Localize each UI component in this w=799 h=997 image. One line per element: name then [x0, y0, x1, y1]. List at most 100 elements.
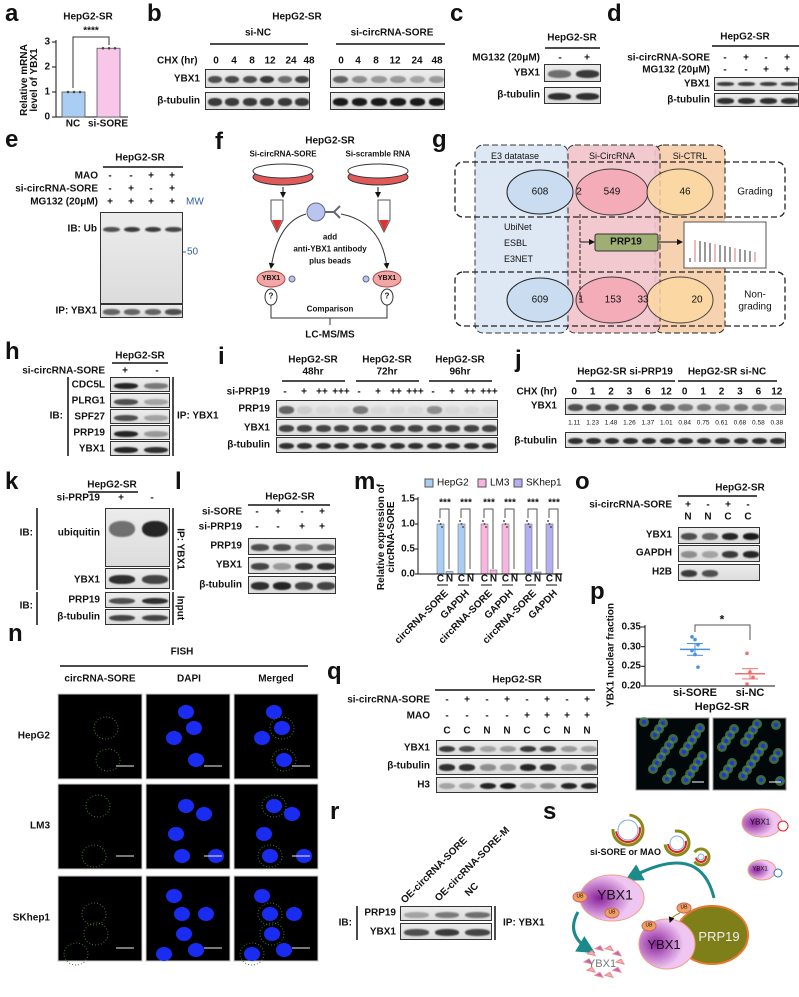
blot-band [540, 782, 557, 790]
label: HepG2-SR si-NC [687, 366, 767, 378]
data-point [529, 526, 531, 528]
panel-label-b: b [147, 0, 162, 27]
label: IB: [338, 917, 352, 929]
blot-band [260, 75, 275, 84]
bar [436, 523, 445, 575]
western-blot [565, 398, 786, 415]
blot-band [408, 406, 424, 414]
significance-stars: *** [439, 497, 451, 508]
data-point [441, 526, 443, 528]
blot-band [371, 406, 387, 414]
western-blot [110, 393, 170, 408]
label: si-circRNA-SORE [15, 183, 98, 195]
condition-sign: + [107, 196, 113, 208]
blot-band [641, 437, 657, 445]
protein-fragment [582, 958, 594, 965]
condition-sign: 8 [249, 55, 255, 67]
nucleus [698, 726, 702, 730]
blot-band [144, 309, 162, 315]
blot-band [479, 764, 496, 771]
blot-band [426, 442, 442, 450]
blot-band [547, 70, 571, 78]
label: grading [738, 301, 772, 313]
venn-count: 549 [603, 186, 621, 198]
nucleus [166, 889, 182, 903]
data-point [548, 523, 551, 525]
condition-sign: - [565, 694, 569, 706]
dashed-box [454, 271, 786, 327]
nucleus [761, 744, 765, 748]
nucleus [724, 739, 728, 743]
blot-band [463, 425, 479, 432]
nucleus [642, 720, 646, 724]
blot-band [334, 442, 350, 450]
panel-label-h: h [5, 337, 20, 365]
blot-band [678, 404, 694, 411]
fish-image [57, 783, 143, 870]
condition-sign: + [319, 521, 325, 533]
label: si-SORE or MAO [590, 847, 662, 858]
blot-band [114, 398, 138, 405]
fraction-label: N [533, 573, 542, 585]
blot-band [352, 406, 368, 414]
condition-sign: - [706, 499, 710, 511]
label: IB: Ub [67, 223, 97, 235]
label: YBX1 [243, 422, 270, 434]
condition-sign: - [108, 183, 112, 195]
label: si-circRNA-SORE [350, 27, 434, 39]
blot-band [722, 551, 739, 558]
nucleus [244, 947, 260, 961]
condition-sign: 48 [303, 55, 315, 67]
circrna-ring [669, 835, 685, 851]
molecular-weight-label: MW [186, 196, 204, 208]
blot-band [752, 437, 767, 445]
nucleus [684, 778, 688, 782]
nucleus [671, 737, 675, 741]
blot-band [580, 745, 597, 753]
data-point [101, 46, 105, 50]
blot-band [499, 764, 516, 771]
protein-fragment [611, 950, 623, 957]
culture-dish-lid [252, 163, 314, 179]
condition-sign: 1 [589, 386, 596, 398]
label: anti-YBX1 antibody [293, 244, 367, 254]
nucleus [168, 827, 184, 841]
data-point [547, 520, 549, 522]
condition-sign: - [255, 506, 259, 518]
nucleus [686, 744, 690, 748]
blot-band [547, 93, 571, 100]
nucleus [747, 734, 751, 738]
bar-si-SORE [96, 47, 121, 118]
condition-sign: 0 [571, 386, 577, 398]
label: YBX1 [403, 742, 430, 754]
quantification-value: 1.37 [641, 419, 655, 427]
protein-fragment [603, 945, 615, 952]
blot-band [251, 582, 269, 590]
ub-label: UB [576, 893, 584, 900]
condition-sign: + [169, 196, 175, 208]
blot-band [445, 425, 461, 432]
nucleus [186, 721, 202, 735]
blot-band [696, 437, 712, 445]
blot-band [465, 911, 490, 918]
significance-bracket [72, 36, 110, 88]
blot-band [733, 437, 749, 445]
blot-band [141, 597, 168, 605]
circrna-signal [239, 942, 265, 966]
condition-sign: + [584, 710, 590, 722]
legend-swatch-HepG2 [424, 478, 434, 488]
blot-band [103, 309, 120, 315]
western-blot [110, 409, 170, 424]
blot-band [297, 425, 313, 432]
western-blot [400, 906, 492, 921]
blot-band [426, 406, 442, 414]
blot-band [759, 82, 777, 86]
nucleus [749, 762, 753, 766]
data-point [503, 520, 505, 522]
condition-sign: 0 [338, 55, 344, 67]
condition-sign: + [169, 170, 175, 182]
prp19-label: PRP19 [698, 928, 740, 944]
blot-band [123, 226, 141, 233]
nucleus [688, 772, 692, 776]
blot-band [409, 75, 425, 84]
